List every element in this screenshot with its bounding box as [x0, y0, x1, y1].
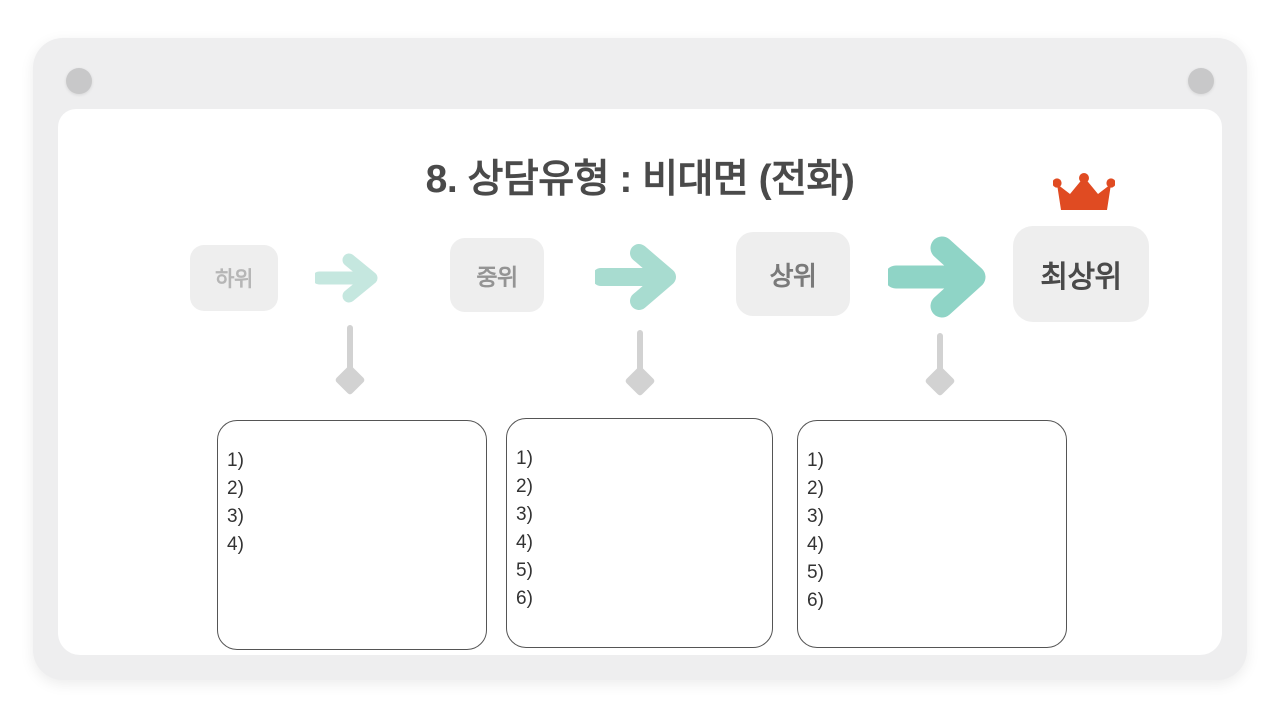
- note-box-mid[interactable]: 1) 2) 3) 4) 5) 6): [506, 418, 773, 648]
- tier-chip-low[interactable]: 하위: [190, 245, 278, 311]
- note-box-low[interactable]: 1) 2) 3) 4): [217, 420, 487, 650]
- connector-stem: [937, 333, 943, 380]
- list-item: 4): [227, 534, 244, 555]
- tier-progression: 하위 중위 상위 최상위: [0, 226, 1280, 338]
- tier-chip-mid[interactable]: 중위: [450, 238, 544, 312]
- connector-stem: [347, 325, 353, 380]
- list-item: 5): [807, 562, 824, 583]
- note-list: 1) 2) 3) 4): [227, 447, 476, 559]
- crown-icon: [1052, 172, 1116, 219]
- list-item: 4): [807, 534, 824, 555]
- list-item: 2): [227, 478, 244, 499]
- list-item: 4): [516, 532, 533, 553]
- note-box-high[interactable]: 1) 2) 3) 4) 5) 6): [797, 420, 1067, 648]
- tier-chip-high[interactable]: 상위: [736, 232, 850, 316]
- list-item: 2): [516, 476, 533, 497]
- arrow-right-icon-2: [592, 240, 683, 319]
- arrow-right-icon-3: [884, 232, 992, 327]
- note-list: 1) 2) 3) 4) 5) 6): [807, 447, 1056, 615]
- list-item: 1): [227, 450, 244, 471]
- connector-stem: [637, 330, 643, 380]
- window-dot-right-icon: [1188, 68, 1214, 94]
- list-item: 3): [807, 506, 824, 527]
- page-title: 8. 상담유형 : 비대면 (전화): [425, 158, 855, 201]
- list-item: 2): [807, 478, 824, 499]
- list-item: 1): [807, 450, 824, 471]
- list-item: 5): [516, 560, 533, 581]
- window-dot-left-icon: [66, 68, 92, 94]
- tier-chip-highest[interactable]: 최상위: [1013, 226, 1149, 322]
- list-item: 6): [807, 590, 824, 611]
- list-item: 6): [516, 588, 533, 609]
- arrow-right-icon-1: [312, 250, 383, 311]
- note-list: 1) 2) 3) 4) 5) 6): [516, 445, 762, 613]
- list-item: 3): [516, 504, 533, 525]
- list-item: 1): [516, 448, 533, 469]
- list-item: 3): [227, 506, 244, 527]
